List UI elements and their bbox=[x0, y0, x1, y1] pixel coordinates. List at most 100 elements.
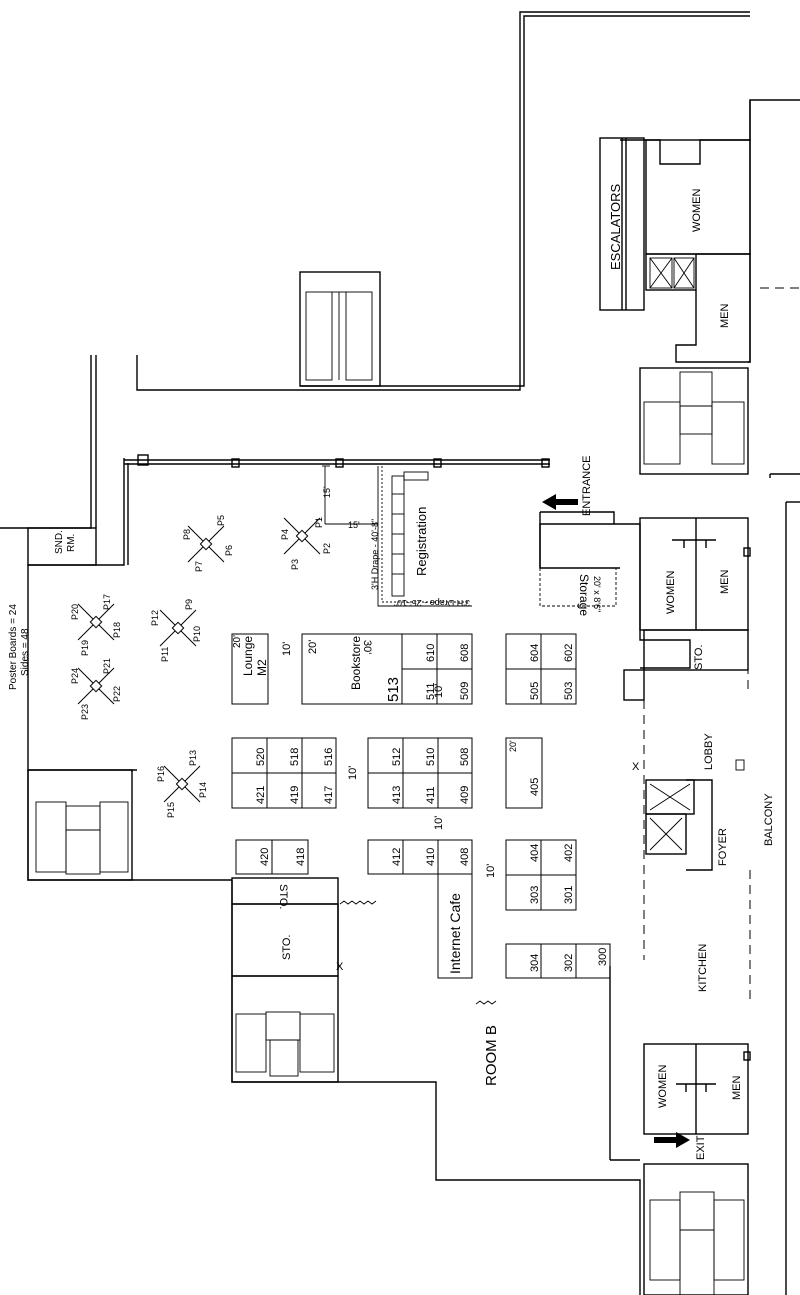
poster-info-line2: Sides = 48 bbox=[20, 628, 31, 676]
booth-303: 303 bbox=[529, 886, 541, 904]
lobby-label: LOBBY bbox=[703, 733, 715, 770]
booth-304: 304 bbox=[529, 954, 541, 972]
booth-602: 602 bbox=[563, 644, 575, 662]
entrance-arrow-icon bbox=[542, 494, 578, 510]
dim-ten-1: 10' bbox=[281, 642, 293, 656]
dim-twenty-405: 20' bbox=[508, 740, 518, 752]
booth-412: 412 bbox=[391, 848, 403, 866]
poster-p23: P23 bbox=[80, 704, 90, 720]
dim-thirty: 30' bbox=[361, 640, 373, 654]
booth-610: 610 bbox=[425, 644, 437, 662]
poster-p10: P10 bbox=[192, 626, 202, 642]
booth-402: 402 bbox=[563, 844, 575, 862]
room-b-label: ROOM B bbox=[483, 1025, 500, 1086]
poster-cluster-5 bbox=[77, 667, 115, 705]
poster-p11: P11 bbox=[160, 647, 170, 662]
poster-p20: P20 bbox=[70, 604, 80, 620]
poster-p12: P12 bbox=[150, 610, 160, 626]
poster-cluster-6 bbox=[163, 765, 201, 803]
registration-area bbox=[322, 465, 617, 1005]
escalators-label: ESCALATORS bbox=[608, 183, 623, 270]
sto-right-label: STO. bbox=[693, 645, 705, 670]
booth-513: 513 bbox=[385, 677, 402, 702]
right-facilities bbox=[599, 99, 800, 1295]
men-top-label: MEN bbox=[719, 304, 731, 329]
poster-cluster-3 bbox=[159, 609, 197, 647]
balcony-label: BALCONY bbox=[763, 793, 775, 846]
x-mark-1: X bbox=[336, 961, 344, 973]
poster-p7: P7 bbox=[194, 561, 204, 572]
drape-bottom-label: 3'H Drape - 25'-10" bbox=[394, 598, 470, 608]
internet-cafe-label: Internet Cafe bbox=[447, 893, 463, 974]
poster-p14: P14 bbox=[198, 782, 208, 798]
exit-arrow-icon bbox=[654, 1132, 690, 1148]
booth-608: 608 bbox=[459, 644, 471, 662]
poster-cluster-2 bbox=[187, 525, 225, 563]
snd-rm-line2: RM. bbox=[66, 534, 77, 552]
poster-p13: P13 bbox=[188, 750, 198, 766]
sto-lower-label: STO. bbox=[281, 935, 293, 960]
booth-604: 604 bbox=[529, 644, 541, 662]
registration-label: Registration bbox=[414, 507, 429, 576]
booth-511: 511 bbox=[425, 682, 437, 700]
women-bottom-label: WOMEN bbox=[657, 1065, 669, 1108]
booth-510: 510 bbox=[425, 748, 437, 766]
booth-417: 417 bbox=[323, 786, 335, 804]
bookstore-label: Bookstore bbox=[349, 636, 363, 690]
booth-419: 419 bbox=[289, 786, 301, 804]
booth-404: 404 bbox=[529, 844, 541, 862]
storage-label: Storage bbox=[577, 574, 591, 616]
kitchen-label: KITCHEN bbox=[697, 944, 709, 992]
booth-509: 509 bbox=[459, 682, 471, 700]
booth-505: 505 bbox=[529, 682, 541, 700]
dim-fifteen-2: 15' bbox=[348, 520, 360, 530]
women-top-label: WOMEN bbox=[691, 189, 703, 232]
poster-p3: P3 bbox=[290, 559, 300, 570]
booth-408: 408 bbox=[459, 848, 471, 866]
booth-518: 518 bbox=[289, 748, 301, 766]
booth-421: 421 bbox=[255, 786, 267, 804]
dim-twenty-lounge: 20' bbox=[232, 635, 243, 648]
poster-p8: P8 bbox=[182, 529, 192, 540]
building-walls bbox=[0, 11, 750, 1295]
booth-302: 302 bbox=[563, 954, 575, 972]
dim-twenty-1: 20' bbox=[307, 640, 319, 654]
poster-p4: P4 bbox=[280, 529, 290, 540]
lounge-label: Lounge bbox=[241, 636, 255, 676]
poster-p5: P5 bbox=[216, 515, 226, 526]
poster-info-line1: Poster Boards = 24 bbox=[8, 604, 19, 690]
storage-size-label: 20' x 8'6" bbox=[592, 576, 602, 612]
booth-520: 520 bbox=[255, 748, 267, 766]
poster-p17: P17 bbox=[102, 594, 112, 610]
dim-ten-5: 10' bbox=[485, 864, 497, 878]
booth-418: 418 bbox=[295, 848, 307, 866]
poster-p21: P21 bbox=[102, 658, 112, 674]
poster-p9: P9 bbox=[184, 599, 194, 610]
sto-center-label: STO. bbox=[277, 884, 289, 909]
men-bottom-label: MEN bbox=[731, 1076, 743, 1101]
poster-cluster-4 bbox=[77, 603, 115, 641]
poster-p6: P6 bbox=[224, 545, 234, 556]
booth-413: 413 bbox=[391, 786, 403, 804]
m2-label: M2 bbox=[255, 659, 269, 676]
labels: ESCALATORS WOMEN MEN ENTRANCE WOMEN MEN … bbox=[8, 183, 775, 1160]
dim-fifteen-1: 15' bbox=[322, 486, 332, 498]
poster-cluster-1 bbox=[283, 517, 321, 555]
foyer-label: FOYER bbox=[717, 828, 729, 866]
booth-301: 301 bbox=[563, 886, 575, 904]
dim-ten-4: 10' bbox=[433, 816, 445, 830]
booth-508: 508 bbox=[459, 748, 471, 766]
poster-p2: P2 bbox=[322, 543, 332, 554]
booth-411: 411 bbox=[425, 786, 437, 804]
poster-p18: P18 bbox=[112, 622, 122, 638]
poster-p19: P19 bbox=[80, 640, 90, 656]
poster-p16: P16 bbox=[156, 766, 166, 782]
exit-label: EXIT bbox=[695, 1135, 707, 1160]
booth-512: 512 bbox=[391, 748, 403, 766]
booth-420: 420 bbox=[259, 848, 271, 866]
poster-p24: P24 bbox=[70, 668, 80, 684]
dim-ten-3: 10' bbox=[347, 766, 359, 780]
booth-516: 516 bbox=[323, 748, 335, 766]
poster-p15: P15 bbox=[166, 802, 176, 818]
